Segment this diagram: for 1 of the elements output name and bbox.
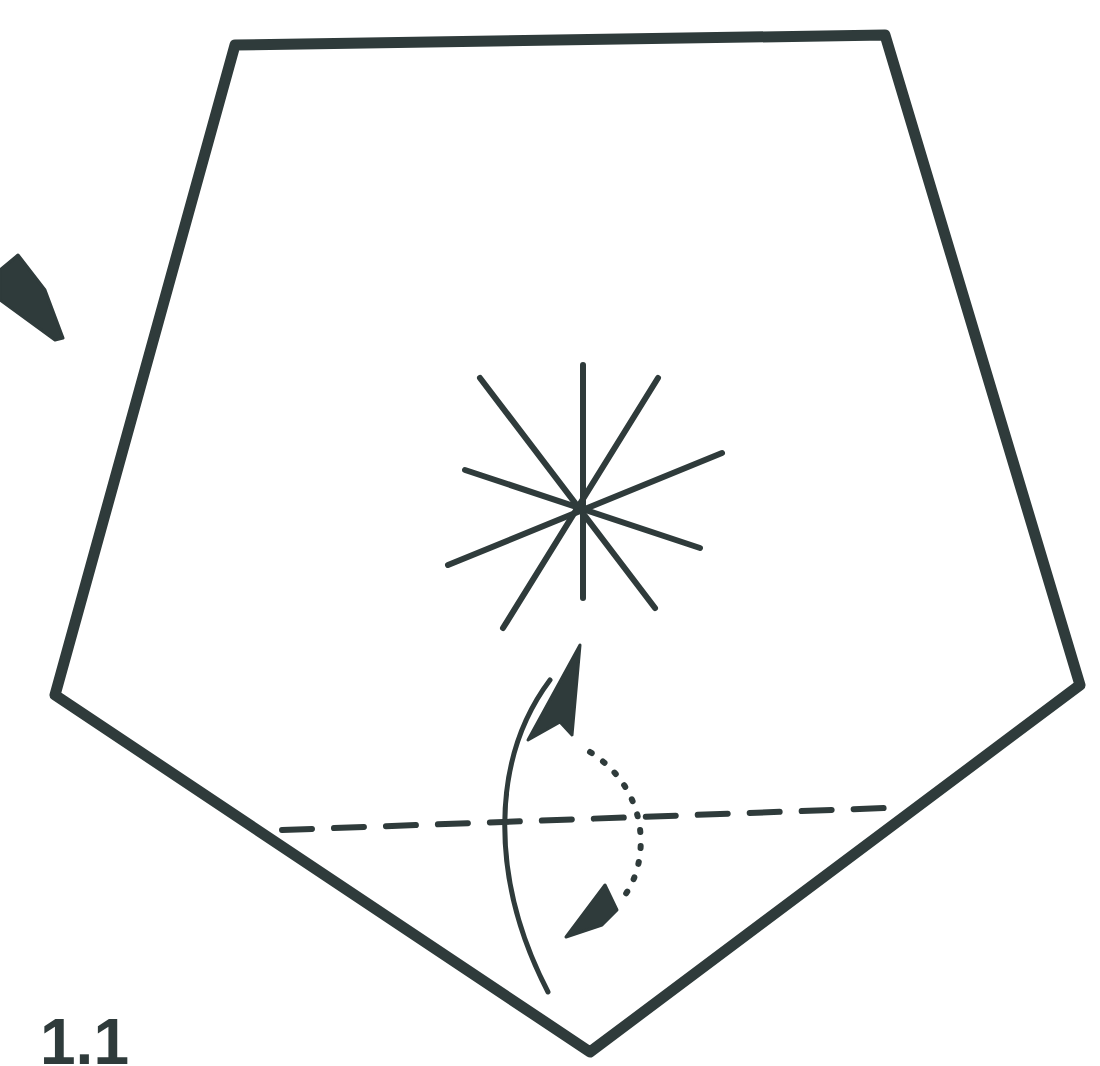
step-number: 1.1 [40,1010,129,1066]
